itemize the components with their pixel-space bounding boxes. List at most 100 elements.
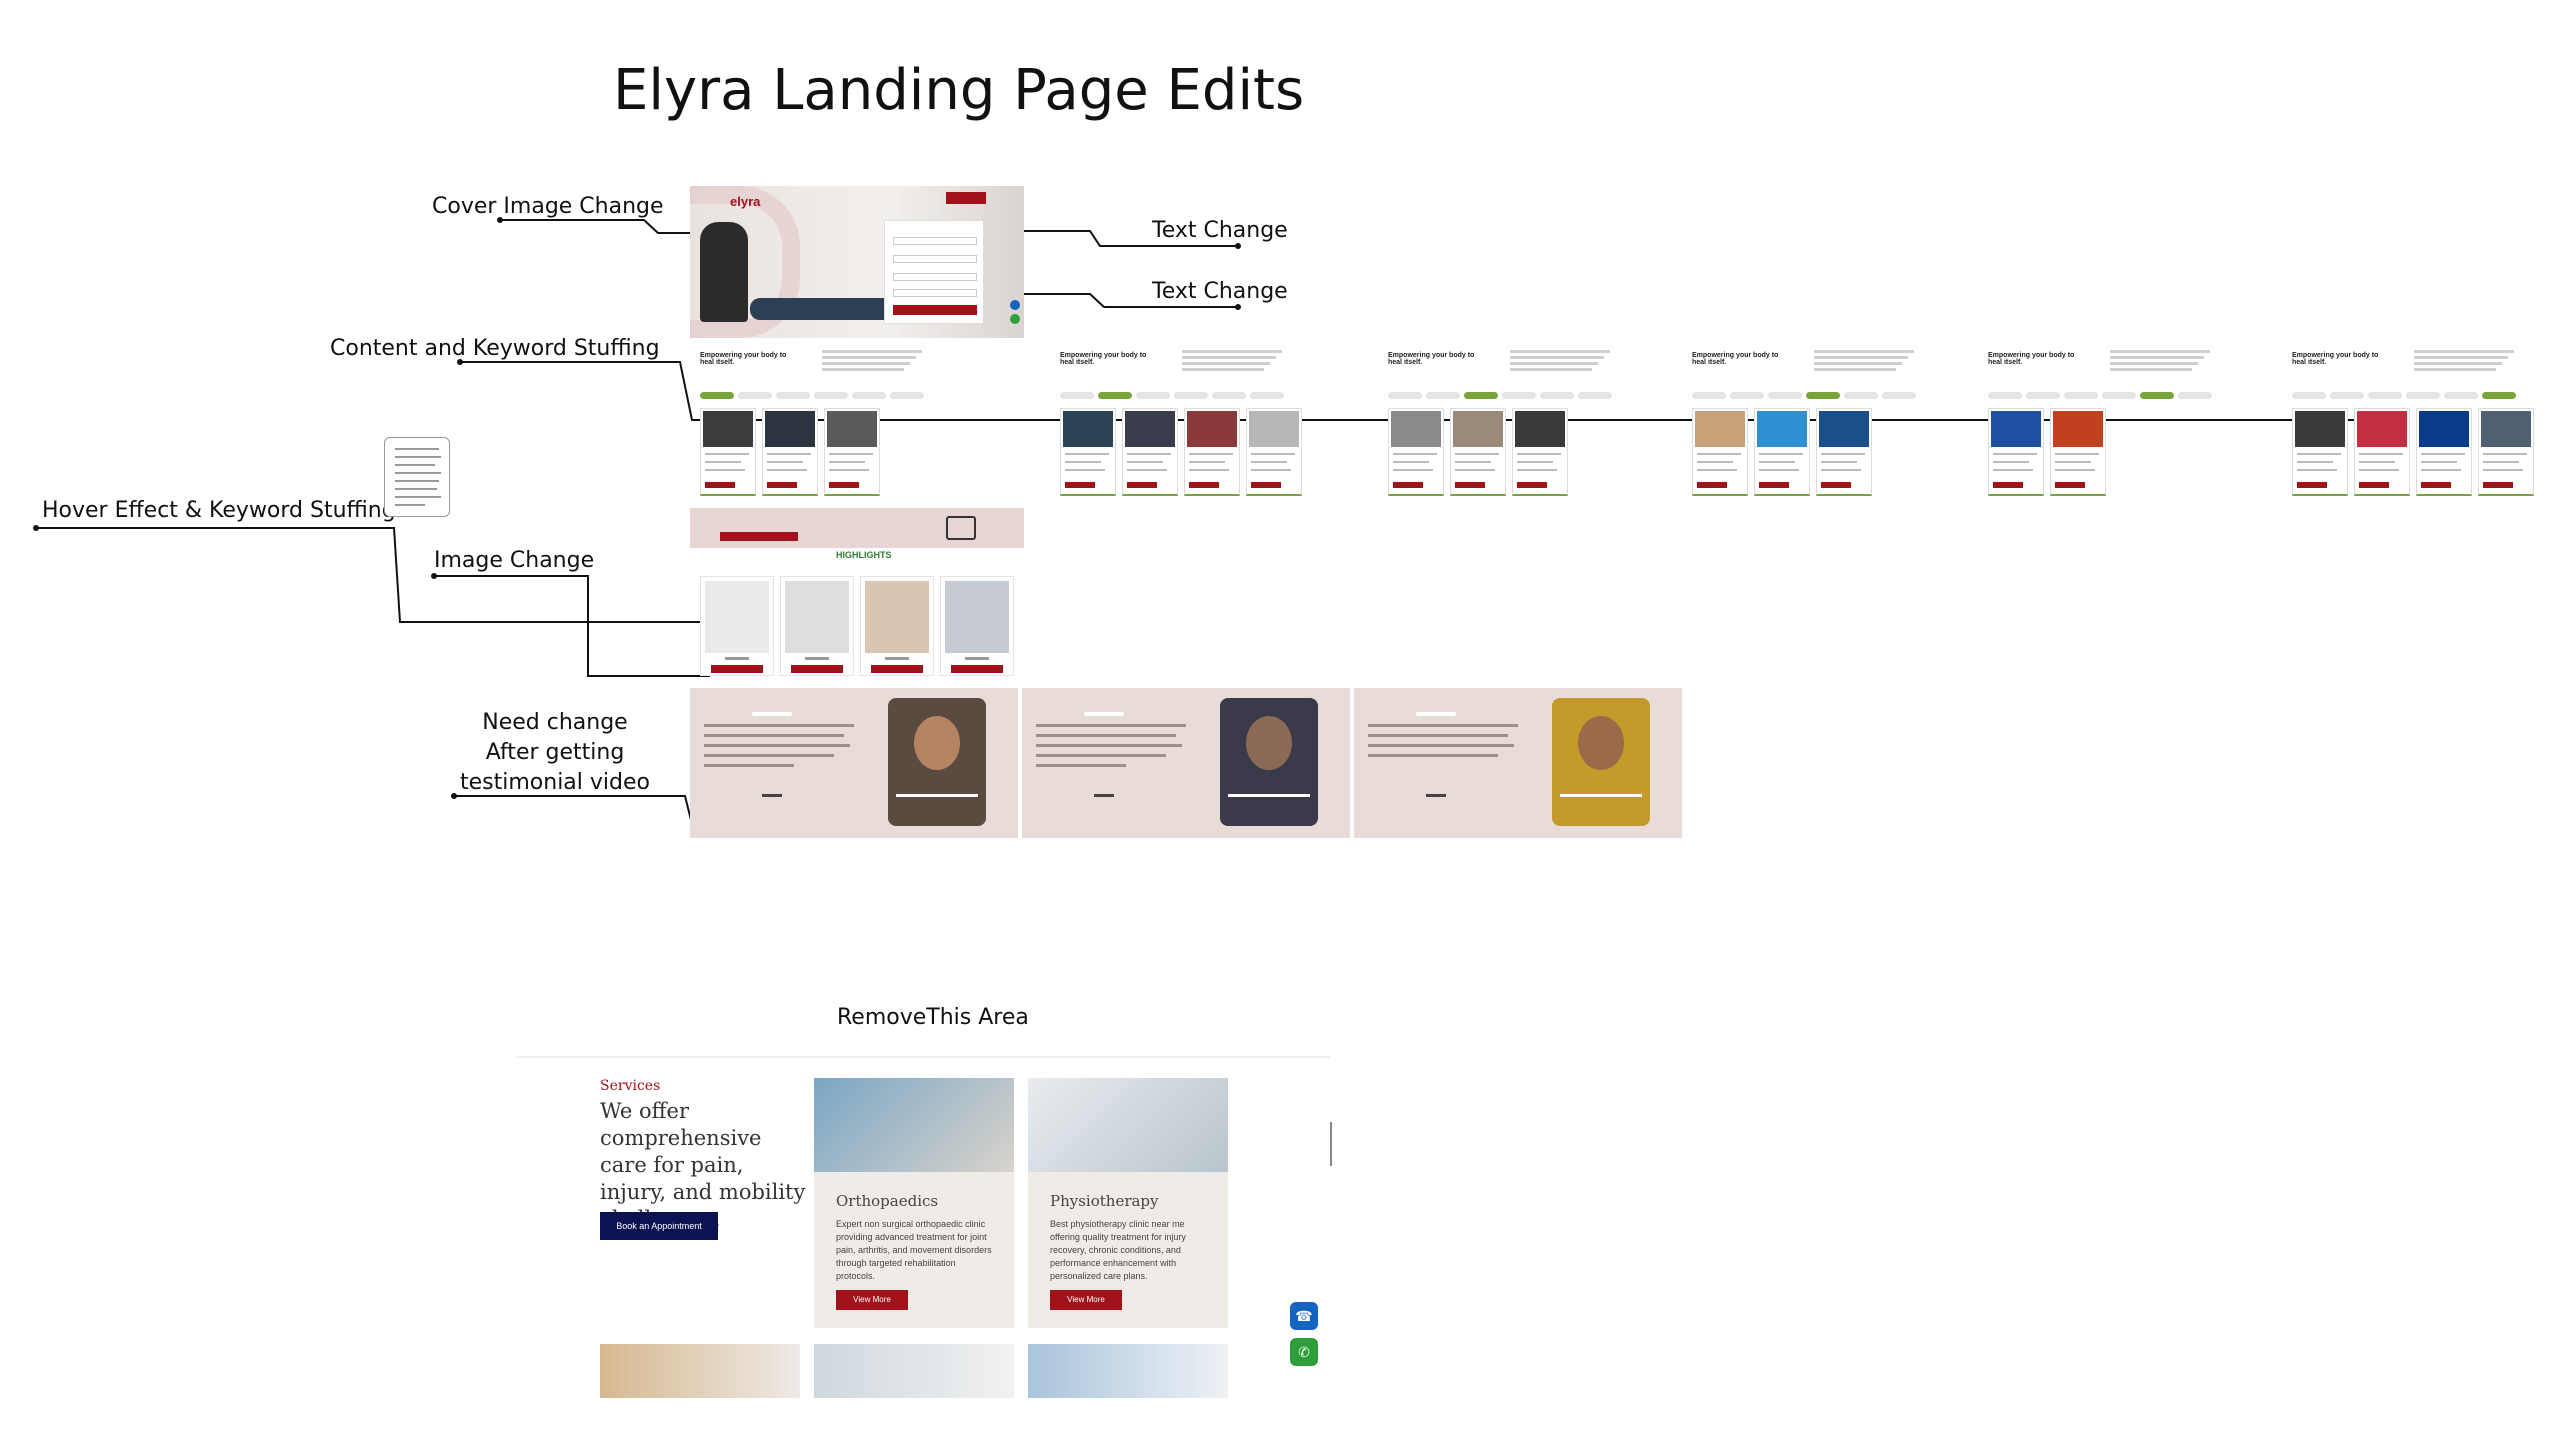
variant-paragraph [822, 356, 916, 359]
service-card-physiotherapy[interactable]: Physiotherapy Best physiotherapy clinic … [1028, 1078, 1228, 1328]
whatsapp-icon[interactable]: ✆ [1290, 1338, 1318, 1366]
therapist-figure [700, 222, 748, 322]
hero-form [884, 220, 984, 324]
variant-card[interactable] [824, 408, 880, 496]
variant-tab[interactable] [1388, 392, 1422, 399]
variant-tab[interactable] [738, 392, 772, 399]
variant-card[interactable] [762, 408, 818, 496]
need-change-line-1: Need change [482, 710, 628, 735]
variant-tab[interactable] [776, 392, 810, 399]
variant-tab[interactable] [2482, 392, 2516, 399]
variant-card[interactable] [1184, 408, 1240, 496]
variant-tab[interactable] [2406, 392, 2440, 399]
service-card-orthopaedics[interactable]: Orthopaedics Expert non surgical orthopa… [814, 1078, 1014, 1328]
view-more-button[interactable]: View More [836, 1290, 908, 1310]
variant-tab[interactable] [1250, 392, 1284, 399]
variant-paragraph [822, 350, 922, 353]
highlight-card[interactable] [860, 576, 934, 676]
variant-paragraph [1510, 356, 1604, 359]
variant-tab[interactable] [1692, 392, 1726, 399]
variant-card[interactable] [1060, 408, 1116, 496]
variant-tab[interactable] [1882, 392, 1916, 399]
testimonial-video[interactable] [888, 698, 986, 826]
form-field[interactable] [893, 255, 977, 263]
variant-tab[interactable] [1098, 392, 1132, 399]
variant-tab[interactable] [2102, 392, 2136, 399]
variant-tab[interactable] [890, 392, 924, 399]
page-title: Elyra Landing Page Edits [613, 58, 1305, 123]
phone-icon[interactable]: ☎ [1290, 1302, 1318, 1330]
service-card-title: Orthopaedics [836, 1192, 939, 1210]
scrollbar[interactable] [1330, 1122, 1332, 1166]
service-thumb [1028, 1344, 1228, 1398]
book-appointment-button[interactable]: Book an Appointment [600, 1212, 718, 1240]
variant-tab[interactable] [852, 392, 886, 399]
variant-tab[interactable] [1730, 392, 1764, 399]
variant-card[interactable] [1388, 408, 1444, 496]
variant-tab[interactable] [1174, 392, 1208, 399]
variant-card[interactable] [2354, 408, 2410, 496]
variant-tab[interactable] [2292, 392, 2326, 399]
variant-card[interactable] [1122, 408, 1178, 496]
variant-paragraph [822, 362, 910, 365]
variant-tab[interactable] [1806, 392, 1840, 399]
variant-tab[interactable] [2064, 392, 2098, 399]
variant-tab[interactable] [1540, 392, 1574, 399]
variant-card[interactable] [1512, 408, 1568, 496]
hero-top-button[interactable] [946, 192, 986, 204]
variant-card[interactable] [1816, 408, 1872, 496]
variant-tab[interactable] [2330, 392, 2364, 399]
annotation-cover-image-change: Cover Image Change [432, 194, 664, 219]
variant-card[interactable] [2478, 408, 2534, 496]
variant-card[interactable] [700, 408, 756, 496]
form-field[interactable] [893, 237, 977, 245]
band-button[interactable] [720, 532, 798, 541]
hero-screenshot[interactable]: elyra [690, 186, 1024, 338]
testimonial-video[interactable] [1552, 698, 1650, 826]
variant-tab[interactable] [2026, 392, 2060, 399]
variant-card[interactable] [1246, 408, 1302, 496]
form-field[interactable] [893, 289, 977, 297]
view-more-button[interactable]: View More [1050, 1290, 1122, 1310]
variant-paragraph [1182, 350, 1282, 353]
variant-heading: Empowering your body to heal itself. [1388, 352, 1475, 366]
variant-tab[interactable] [1426, 392, 1460, 399]
variant-tab[interactable] [2444, 392, 2478, 399]
variant-tab[interactable] [1988, 392, 2022, 399]
services-heading: We offer comprehensive care for pain, in… [600, 1099, 806, 1231]
variant-paragraph [1814, 350, 1914, 353]
testimonial-card [690, 688, 1020, 838]
variant-card[interactable] [2050, 408, 2106, 496]
variant-tab[interactable] [1844, 392, 1878, 399]
form-field[interactable] [893, 273, 977, 281]
variant-paragraph [2110, 368, 2192, 371]
highlight-card[interactable] [940, 576, 1014, 676]
variant-card[interactable] [1988, 408, 2044, 496]
variant-card[interactable] [2292, 408, 2348, 496]
variant-tab[interactable] [1768, 392, 1802, 399]
variant-tab[interactable] [2140, 392, 2174, 399]
variant-card[interactable] [2416, 408, 2472, 496]
annotation-text-change-2: Text Change [1152, 279, 1288, 304]
service-card-desc: Best physiotherapy clinic near me offeri… [1050, 1219, 1186, 1281]
variant-tab[interactable] [1502, 392, 1536, 399]
variant-tab[interactable] [2178, 392, 2212, 399]
variant-tab[interactable] [1578, 392, 1612, 399]
testimonial-video[interactable] [1220, 698, 1318, 826]
variant-tab[interactable] [700, 392, 734, 399]
variant-tab[interactable] [1212, 392, 1246, 399]
variant-tab[interactable] [1136, 392, 1170, 399]
variant-tab[interactable] [814, 392, 848, 399]
form-submit-button[interactable] [893, 305, 977, 315]
whatsapp-icon[interactable] [1010, 314, 1020, 324]
highlight-card[interactable] [780, 576, 854, 676]
variant-card[interactable] [1692, 408, 1748, 496]
variant-card[interactable] [1450, 408, 1506, 496]
variant-card[interactable] [1754, 408, 1810, 496]
variant-tab[interactable] [2368, 392, 2402, 399]
variant-tab[interactable] [1060, 392, 1094, 399]
phone-icon[interactable] [1010, 300, 1020, 310]
highlight-card[interactable] [700, 576, 774, 676]
variant-tab[interactable] [1464, 392, 1498, 399]
annotation-hover-effect: Hover Effect & Keyword Stuffing [42, 498, 396, 523]
